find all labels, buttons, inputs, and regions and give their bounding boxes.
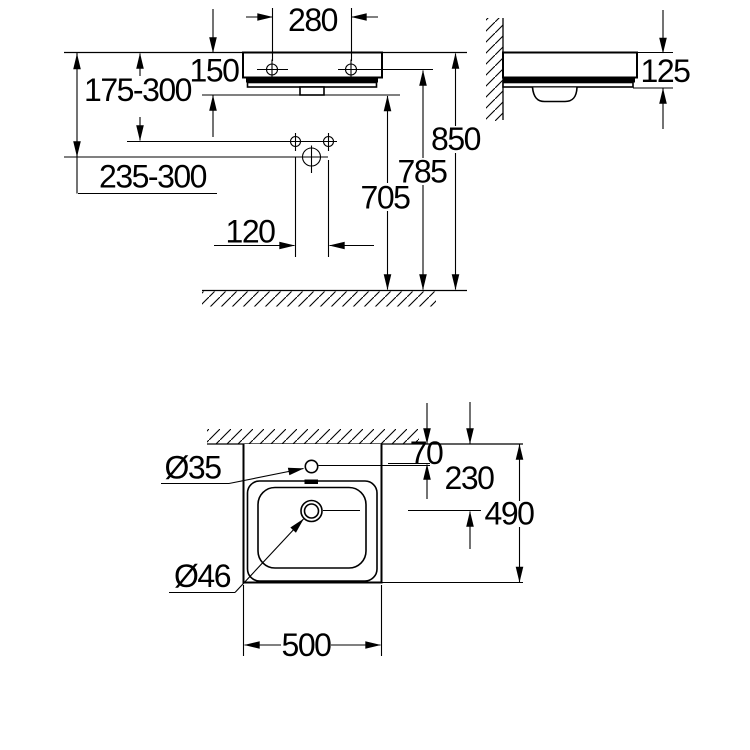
front-mounting-hole-ticks [271,59,352,80]
label-rim-to-outlet: 150 [190,53,240,89]
plan-overflow-mark [304,479,318,484]
label-basin-thickness: 125 [641,53,691,89]
front-basin-dark-edge [246,77,378,83]
tap-hole-circle [304,459,319,474]
label-holes-height: 785 [398,154,448,190]
plan-wall-hatch [207,429,419,444]
side-wall-hatch [486,18,503,121]
label-drain-diameter: Ø46 [174,558,231,594]
label-rim-height: 850 [431,121,481,157]
floor-hatch [202,291,436,307]
label-outlet-height: 705 [361,180,411,216]
plan-view: Ø35 Ø46 70 230 490 500 [161,402,536,663]
label-tap-hole-diameter: Ø35 [165,450,222,486]
side-drain-cover [531,87,578,103]
dim-120-extension-lines [294,157,330,257]
front-fixing-hole-ticks [294,133,330,151]
drain-circle-inner [303,503,320,519]
side-view: 125 [486,10,692,129]
front-basin-body [242,51,383,79]
label-wall-to-drain: 230 [445,460,495,496]
leader-tap-hole [228,467,304,485]
label-wall-to-tap: 70 [410,435,443,471]
plan-basin-bowl [257,486,367,569]
label-hole-spacing: 280 [288,2,338,38]
leader-drain [234,518,304,593]
side-basin-lower-strip [502,81,634,88]
dim-235-300-lines [76,53,217,195]
label-overall-width: 500 [282,627,332,663]
label-fixing-spacing: 120 [226,214,276,250]
front-drain-tab [299,86,325,96]
label-outlet-range: 175-300 [84,72,192,108]
label-trap-range: 235-300 [99,159,207,195]
dim-500-extension-lines [242,585,383,656]
label-overall-depth: 490 [485,496,535,532]
front-view: 280 150 175-300 235-300 120 705 [64,2,482,307]
side-basin-body [502,51,638,79]
side-basin-dark-edge [503,77,635,83]
